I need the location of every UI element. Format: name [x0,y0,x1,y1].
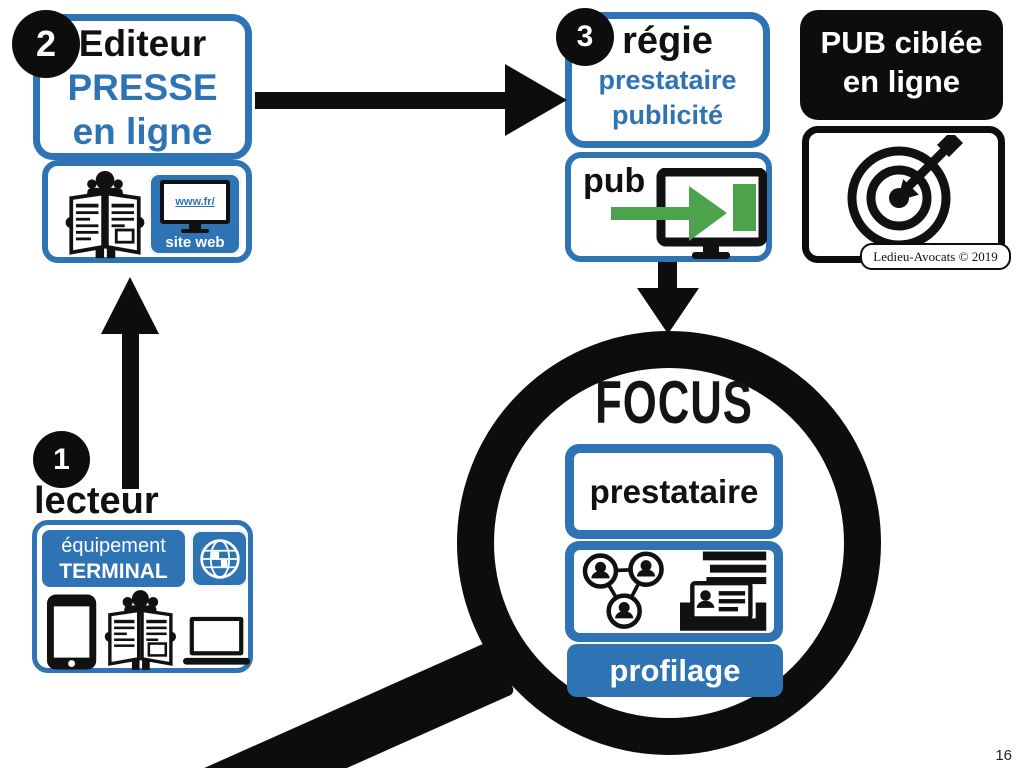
arrow-right-shaft [255,92,510,109]
terminal-label-line2: TERMINAL [59,560,168,583]
arrow-down-head-icon [637,288,699,334]
agency-title-line3: publicité [611,100,723,130]
network-people-icon [582,550,664,629]
arrow-up-head-icon [101,277,159,334]
website-monitor-icon: www.fr/ [160,180,230,224]
arrow-up-shaft [122,333,139,489]
pub-label: pub [583,162,646,200]
monitor-stand [189,224,201,229]
agency-title-line1: régie [622,20,713,62]
agency-title-box: régie prestataire publicité [565,12,770,148]
agency-ad-box: pub [565,152,772,262]
page-number: 16 [995,747,1012,764]
globe-tile [191,530,248,587]
arrow-right-head-icon [505,64,567,136]
targeted-ad-line1: PUB ciblée [820,25,983,60]
monitor-base [181,229,209,233]
laptop-icon [182,616,250,665]
targeted-ad-box: PUB ciblée en ligne [800,10,1003,120]
step-badge-2: 2 [12,10,80,78]
ad-monitor-icon [611,168,767,259]
provider-box: prestataire [565,444,783,539]
publisher-title-box: Editeur PRESSE en ligne [33,14,252,160]
copyright-badge: Ledieu-Avocats © 2019 [860,243,1011,270]
arrow-down-shaft [658,262,677,290]
terminal-box: équipement TERMINAL [32,520,253,673]
target-icon [847,135,963,250]
reader-group-icon [105,590,177,670]
website-label: site web [165,234,225,251]
targeted-ad-line2: en ligne [842,64,961,99]
smartphone-icon [46,594,97,670]
publisher-icon-box: www.fr/ site web [42,160,252,263]
publisher-title-line2: PRESSE [67,67,218,108]
step-badge-3: 3 [556,8,614,66]
profiling-label: profilage [609,652,741,688]
profiling-bar: profilage [567,644,783,697]
terminal-label-box: équipement TERMINAL [42,530,185,587]
website-url: www.fr/ [175,196,215,208]
id-card-icon [680,551,767,631]
target-box [802,126,1005,263]
focus-title: FOCUS [595,367,753,436]
agency-title-line2: prestataire [598,65,737,95]
step-badge-1: 1 [33,431,90,488]
provider-label: prestataire [589,472,759,510]
globe-icon [199,538,240,579]
terminal-label-line1: équipement [61,535,166,557]
publisher-title-line3: en ligne [72,111,213,152]
website-tile: www.fr/ site web [149,173,241,255]
profiling-icons-box [565,541,783,642]
publisher-title-line1: Editeur [78,23,207,64]
reader-newspaper-icon [65,170,145,259]
